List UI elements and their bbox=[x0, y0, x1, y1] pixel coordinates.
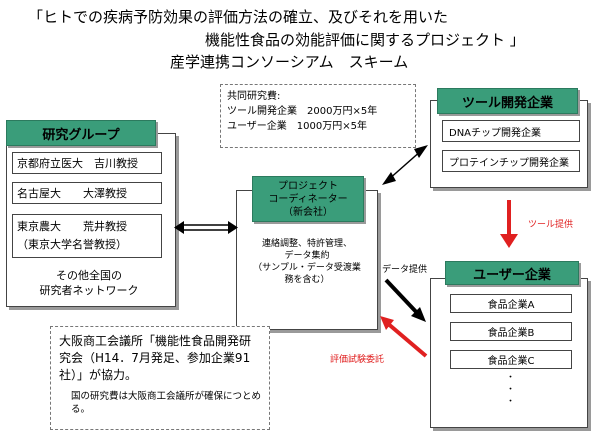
research-group-header: 研究グループ bbox=[6, 120, 156, 146]
funding-tool: ツール開発企業 2000万円×5年 bbox=[227, 106, 378, 117]
user-company-more: ・ ・ ・ bbox=[506, 373, 516, 407]
coordinator-header-line: プロジェクト bbox=[278, 180, 338, 192]
user-company-item: 食品企業B bbox=[450, 322, 572, 341]
tool-company-item: DNAチップ開発企業 bbox=[442, 120, 580, 142]
research-network-line: 研究者ネットワーク bbox=[39, 284, 139, 297]
osaka-chamber-box: 大阪商工会議所「機能性食品開発研究会（H14．7月発足、参加企業91社）」が協力… bbox=[50, 326, 270, 430]
evaluation-request-label: 評価試験委託 bbox=[330, 355, 385, 365]
data-supply-label: データ提供 bbox=[382, 265, 428, 275]
research-network: その他全国の 研究者ネットワーク bbox=[14, 268, 164, 298]
osaka-note-text: 国の研究費は大阪商工会議所が確保につとめる。 bbox=[71, 391, 262, 415]
title-line-3: 産学連携コンソーシアム スキーム bbox=[170, 53, 409, 71]
research-coordinator-arrow bbox=[174, 221, 238, 234]
research-member-block: 東京農大 荒井教授 （東京大学名誉教授） bbox=[12, 214, 162, 258]
tool-supply-label: ツール提供 bbox=[528, 220, 574, 230]
coordinator-header: プロジェクト コーディネーター （新会社） bbox=[252, 176, 364, 222]
user-company-item: 食品企業C bbox=[450, 350, 572, 369]
research-member-note: （東京大学名誉教授） bbox=[17, 238, 127, 251]
research-member: 東京農大 荒井教授 bbox=[17, 220, 127, 233]
tool-supply-arrow bbox=[500, 200, 518, 248]
coordinator-role-line: （サンプル・データ受渡業 bbox=[253, 263, 361, 273]
coordinator-header-line: （新会社） bbox=[283, 206, 333, 218]
tool-companies-header: ツール開発企業 bbox=[437, 88, 578, 114]
coordinator-role-line: 務を含む） bbox=[284, 275, 330, 285]
funding-header: 共同研究費: bbox=[227, 91, 281, 102]
coordinator-role-line: データ集約 bbox=[284, 251, 330, 261]
title-line-2: 機能性食品の効能評価に関するプロジェクト 」 bbox=[205, 31, 525, 49]
funding-user: ユーザー企業 1000万円×5年 bbox=[227, 121, 367, 132]
coordinator-roles: 連絡調整、特許管理、 データ集約 （サンプル・データ受渡業 務を含む） bbox=[240, 238, 374, 286]
coordinator-role-line: 連絡調整、特許管理、 bbox=[261, 239, 352, 249]
tool-companies-box bbox=[430, 100, 588, 188]
user-company-item: 食品企業A bbox=[450, 294, 572, 313]
data-supply-arrow bbox=[384, 278, 426, 322]
tool-company-item: プロテインチップ開発企業 bbox=[442, 150, 580, 172]
evaluation-request-arrow bbox=[380, 316, 428, 358]
funding-box: 共同研究費: ツール開発企業 2000万円×5年 ユーザー企業 1000万円×5… bbox=[220, 84, 416, 148]
research-network-line: その他全国の bbox=[56, 269, 122, 282]
title-line-1: 「ヒトでの疾病予防効果の評価方法の確立、及びそれを用いた bbox=[28, 8, 449, 26]
user-companies-header: ユーザー企業 bbox=[445, 261, 579, 285]
research-member: 名古屋大 大澤教授 bbox=[12, 182, 162, 204]
coordinator-header-line: コーディネーター bbox=[268, 193, 348, 205]
osaka-main-text: 大阪商工会議所「機能性食品開発研究会（H14．7月発足、参加企業91社）」が協力… bbox=[59, 334, 252, 382]
research-member: 京都府立医大 吉川教授 bbox=[12, 152, 162, 174]
coordinator-tool-arrow bbox=[382, 145, 428, 185]
